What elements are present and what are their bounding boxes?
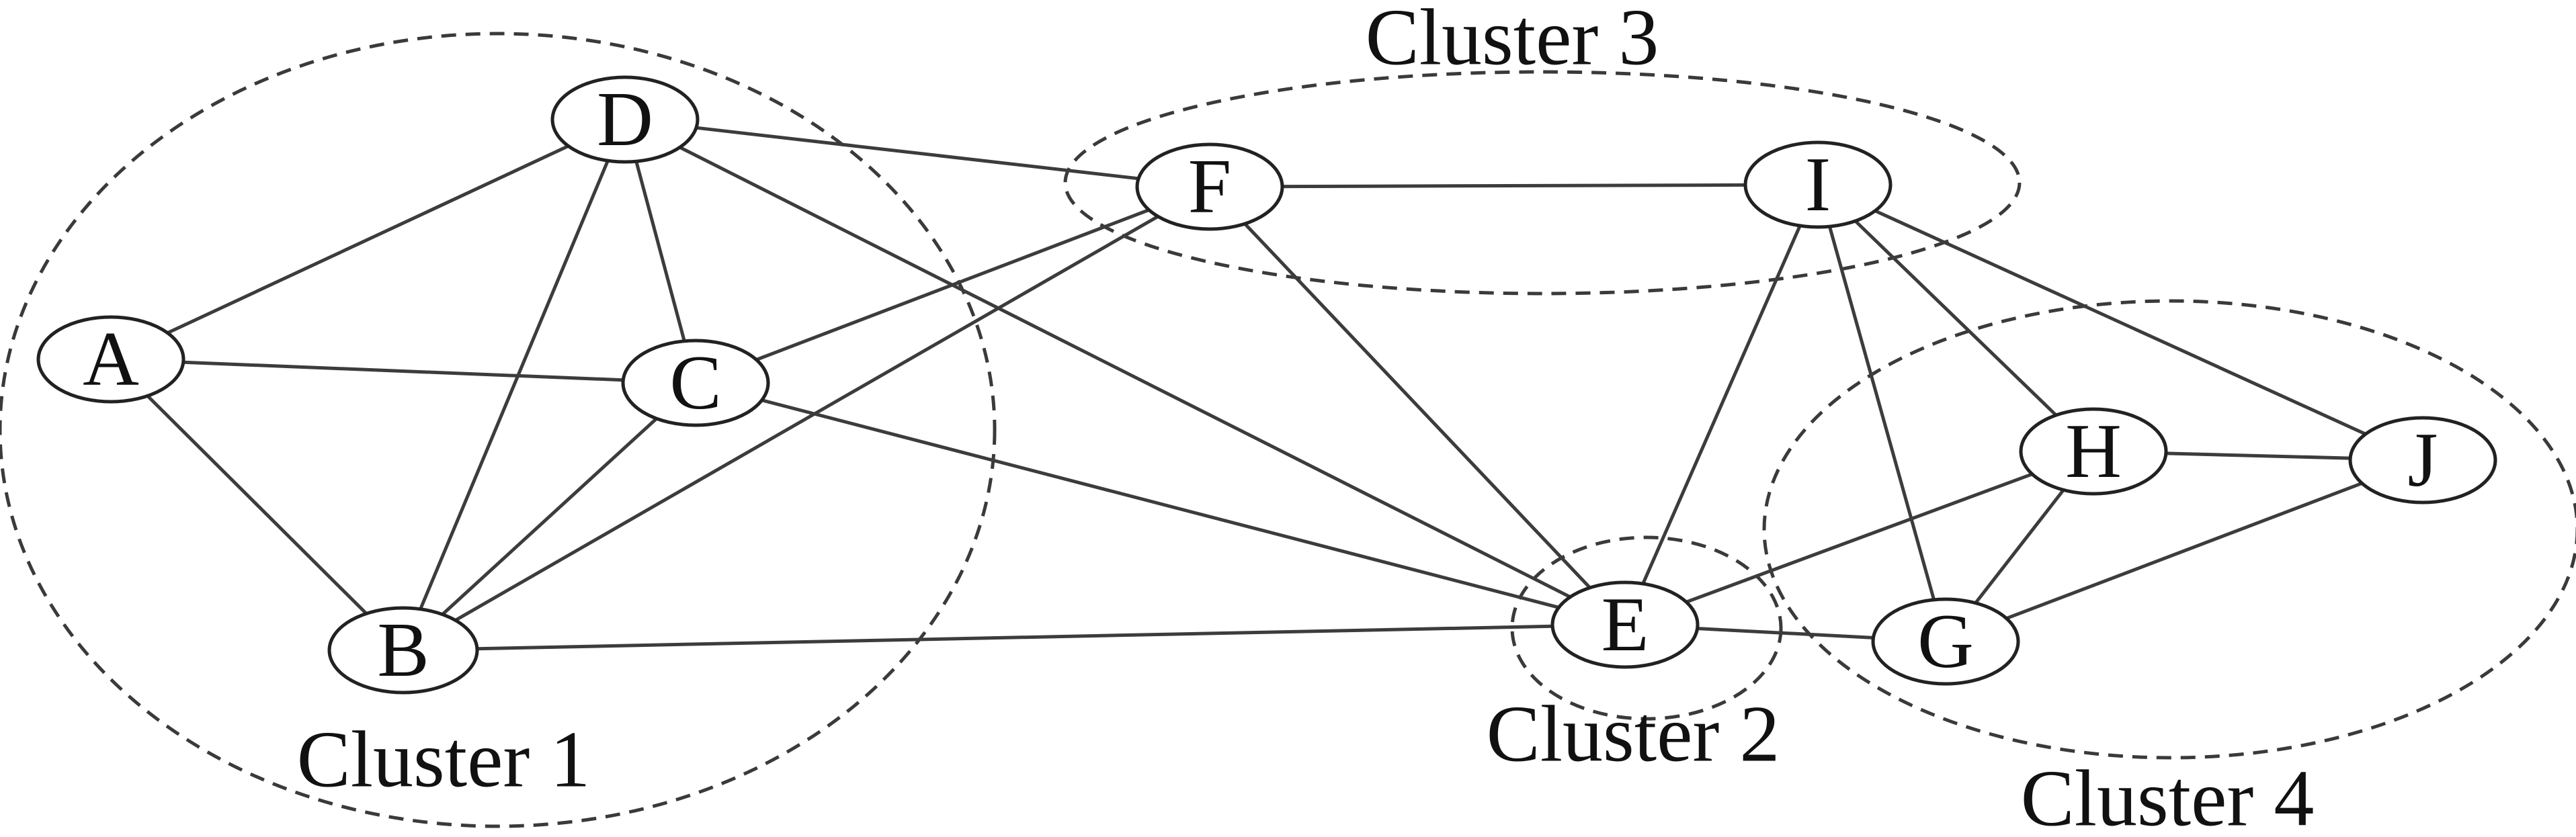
cluster-1-outline (0, 32, 997, 828)
node-e-shape (1550, 580, 1700, 669)
edge-c-f (755, 208, 1150, 361)
node-e: E (1550, 580, 1700, 669)
node-i-label: I (1805, 142, 1831, 228)
node-i: I (1743, 140, 1893, 229)
edge-c-b (441, 417, 658, 616)
edge-e-h (1686, 472, 2033, 604)
edge-a-c (183, 360, 624, 382)
node-j-label: J (2407, 417, 2438, 503)
node-c: C (621, 339, 770, 427)
node-h-label: H (2065, 408, 2122, 494)
edge-i-j (1874, 209, 2366, 436)
node-g-shape (1871, 597, 2020, 686)
node-j: J (2348, 416, 2497, 504)
cluster-4-label: Cluster 4 (2021, 754, 2315, 837)
node-b-label: B (377, 607, 429, 693)
cluster-labels: Cluster 1 Cluster 2 Cluster 3 Cluster 4 (297, 0, 2315, 837)
node-d-shape (550, 75, 700, 164)
node-h: H (2019, 407, 2168, 496)
edge-i-g (1827, 226, 1936, 601)
edge-d-f (696, 126, 1139, 181)
edge-d-b (419, 160, 610, 610)
edge-b-e (476, 624, 1553, 651)
node-a-label: A (83, 316, 139, 402)
node-d: D (550, 75, 700, 164)
edge-d-e (679, 146, 1571, 599)
edge-layer (146, 126, 2366, 651)
edge-a-d (167, 144, 569, 335)
edge-i-h (1854, 220, 2058, 416)
node-b: B (327, 606, 479, 695)
cluster-4-outline (1762, 299, 2576, 760)
node-h-shape (2019, 407, 2168, 496)
node-f-shape (1135, 142, 1284, 231)
node-j-shape (2348, 416, 2497, 504)
edge-g-j (2005, 482, 2363, 620)
cluster-1-label: Cluster 1 (297, 715, 591, 804)
edge-b-f (454, 215, 1159, 622)
edge-e-g (1697, 627, 1874, 640)
node-f-label: F (1188, 144, 1232, 230)
node-e-label: E (1602, 582, 1649, 668)
edge-f-i (1282, 183, 1746, 189)
node-layer: A B C D E F G H (36, 75, 2497, 695)
node-g: G (1871, 597, 2020, 686)
edge-f-e (1243, 222, 1591, 589)
node-i-shape (1743, 140, 1893, 229)
edge-c-e (761, 398, 1560, 609)
node-a: A (36, 315, 185, 404)
edge-d-c (634, 161, 686, 342)
cluster-3-outline (1063, 70, 2022, 296)
cluster-2-label: Cluster 2 (1487, 689, 1780, 779)
cluster-3-label: Cluster 3 (1366, 0, 1659, 82)
node-f: F (1135, 142, 1284, 231)
node-g-label: G (1917, 599, 1974, 685)
node-d-label: D (597, 77, 653, 163)
edge-h-j (2165, 451, 2351, 460)
cluster-outlines (0, 32, 2576, 828)
edge-h-g (1974, 488, 2065, 605)
cluster-2-outline (1510, 535, 1783, 721)
edge-a-b (146, 394, 368, 615)
edge-i-e (1641, 224, 1802, 585)
node-c-shape (621, 339, 770, 427)
node-a-shape (36, 315, 185, 404)
node-c-label: C (669, 340, 721, 426)
node-b-shape (327, 606, 479, 695)
